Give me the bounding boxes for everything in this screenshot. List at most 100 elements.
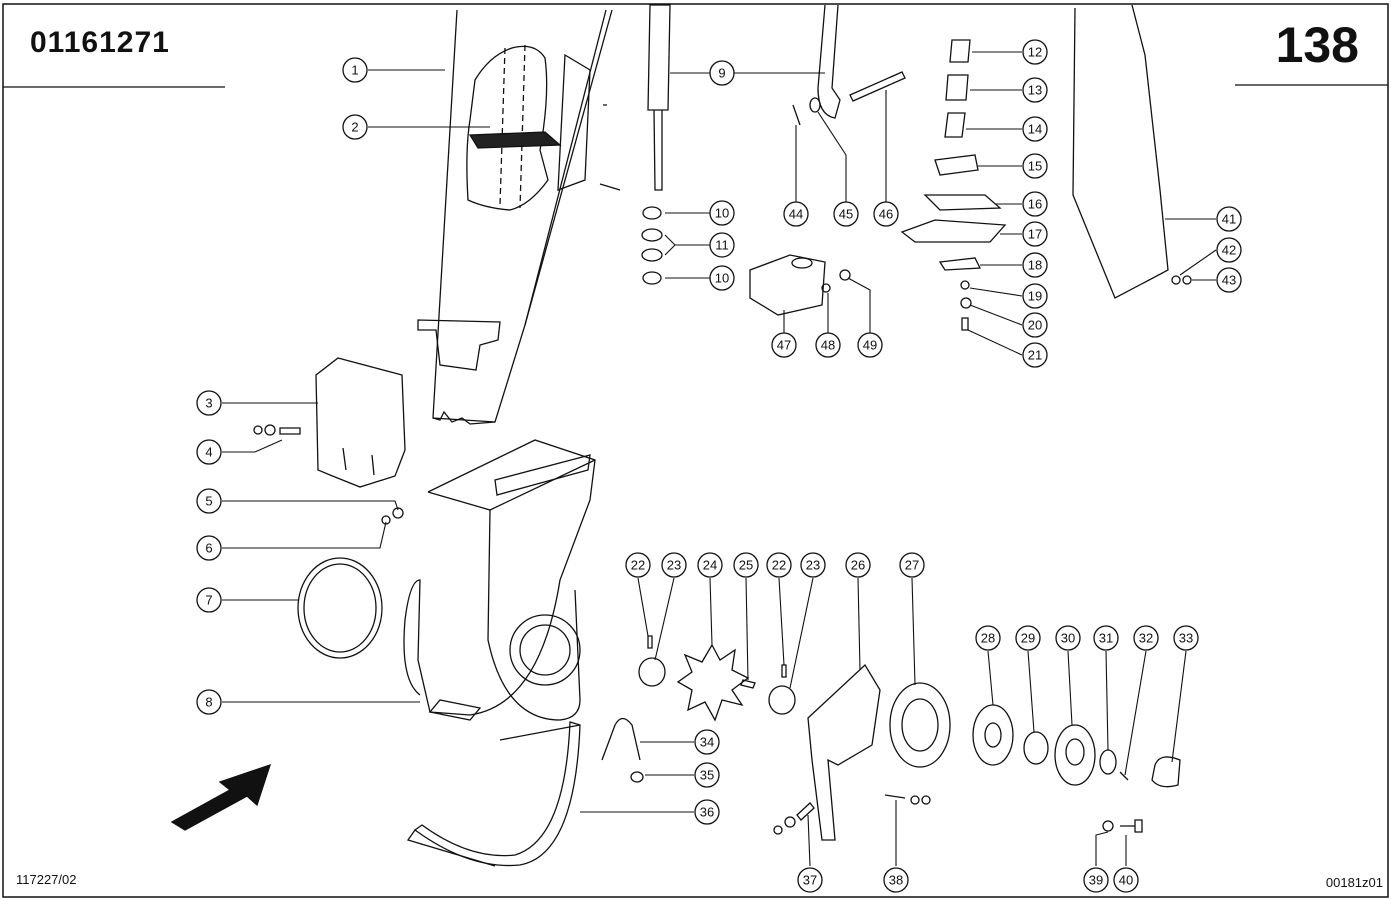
tube-bracket xyxy=(417,319,501,371)
callout-label-22: 22 xyxy=(631,558,645,573)
callout-circle-22 xyxy=(766,552,792,578)
u-bolt-34 xyxy=(601,717,641,761)
callout-circle-45 xyxy=(833,201,859,227)
callout-circle-17 xyxy=(1022,221,1048,247)
bearing-bracket xyxy=(749,254,826,316)
flange-ring xyxy=(297,557,383,659)
callout-label-30: 30 xyxy=(1061,631,1075,646)
callout-circle-47 xyxy=(771,332,797,358)
callout-label-46: 46 xyxy=(879,207,893,222)
pulley-27 xyxy=(889,682,951,768)
elevator-chain xyxy=(466,44,562,211)
washer-48 xyxy=(821,283,831,293)
callout-label-4: 4 xyxy=(205,445,212,460)
callout-label-7: 7 xyxy=(205,593,212,608)
cover-plate xyxy=(315,357,406,488)
page-number: 138 xyxy=(1275,17,1359,73)
callout-label-28: 28 xyxy=(981,631,995,646)
pin-32 xyxy=(1119,771,1129,781)
callout-circle-28 xyxy=(975,625,1001,651)
callout-label-31: 31 xyxy=(1099,631,1113,646)
callout-label-39: 39 xyxy=(1089,873,1103,888)
callout-circle-33 xyxy=(1173,625,1199,651)
bolt-40 xyxy=(1120,819,1143,833)
bolt-set-38 xyxy=(884,794,931,805)
callout-circle-22 xyxy=(625,552,651,578)
callout-circle-23 xyxy=(661,552,687,578)
callout-circle-3 xyxy=(196,390,222,416)
callout-circle-23 xyxy=(800,552,826,578)
callout-label-14: 14 xyxy=(1028,122,1042,137)
callout-label-44: 44 xyxy=(789,207,803,222)
callout-circle-41 xyxy=(1216,206,1242,232)
nut-35 xyxy=(630,771,644,783)
washer-11-b xyxy=(641,248,663,262)
callout-label-29: 29 xyxy=(1021,631,1035,646)
callout-circle-7 xyxy=(196,587,222,613)
callout-circle-49 xyxy=(857,332,883,358)
callout-label-49: 49 xyxy=(863,338,877,353)
part-13 xyxy=(945,74,969,101)
callout-circle-30 xyxy=(1055,625,1081,651)
part-19 xyxy=(960,280,970,290)
part-12 xyxy=(949,39,971,63)
callout-circle-10 xyxy=(709,265,735,291)
bearing-23-b xyxy=(768,685,796,715)
callout-label-10: 10 xyxy=(715,271,729,286)
callout-label-19: 19 xyxy=(1028,289,1042,304)
callout-circle-8 xyxy=(196,689,222,715)
part-15 xyxy=(934,154,979,176)
callout-label-42: 42 xyxy=(1222,243,1236,258)
part-20 xyxy=(960,297,972,309)
washer-45 xyxy=(809,97,821,113)
callout-circle-43 xyxy=(1216,267,1242,293)
callout-circle-15 xyxy=(1022,153,1048,179)
callout-label-2: 2 xyxy=(351,120,358,135)
callout-label-20: 20 xyxy=(1028,318,1042,333)
callout-circle-44 xyxy=(783,201,809,227)
callout-circle-10 xyxy=(709,200,735,226)
callout-label-15: 15 xyxy=(1028,159,1042,174)
callout-label-35: 35 xyxy=(700,768,714,783)
callout-label-47: 47 xyxy=(777,338,791,353)
callout-circle-16 xyxy=(1022,191,1048,217)
callout-label-32: 32 xyxy=(1139,631,1153,646)
page-frame xyxy=(2,3,1389,898)
callout-label-33: 33 xyxy=(1179,631,1193,646)
callout-circle-11 xyxy=(709,232,735,258)
document-number: 01161271 xyxy=(30,26,170,59)
footer-left-code: 117227/02 xyxy=(16,872,77,887)
footer-right-code: 00181z01 xyxy=(1325,875,1383,890)
bearing-23-a xyxy=(638,657,666,687)
pin-46 xyxy=(849,71,906,102)
callout-circle-42 xyxy=(1216,237,1242,263)
callout-circle-2 xyxy=(342,114,368,140)
callout-label-37: 37 xyxy=(803,873,817,888)
washer-5 xyxy=(392,507,404,519)
cap-33 xyxy=(1151,756,1181,788)
callout-circle-37 xyxy=(797,867,823,893)
key-22-a xyxy=(647,635,653,649)
callout-circle-19 xyxy=(1022,283,1048,309)
callout-circle-18 xyxy=(1022,252,1048,278)
callout-circle-4 xyxy=(196,439,222,465)
key-22-b xyxy=(781,664,787,678)
callout-label-34: 34 xyxy=(700,735,714,750)
direction-arrow xyxy=(170,763,272,831)
callout-label-12: 12 xyxy=(1028,45,1042,60)
callout-label-16: 16 xyxy=(1028,197,1042,212)
nut-10-bottom xyxy=(642,271,662,285)
flange-30 xyxy=(1054,724,1096,786)
bearing-29 xyxy=(1023,731,1049,765)
part-14 xyxy=(944,112,966,138)
callout-label-38: 38 xyxy=(889,873,903,888)
side-panel xyxy=(1072,4,1169,299)
callout-circle-29 xyxy=(1015,625,1041,651)
elevator-tube xyxy=(432,9,621,425)
callout-circle-31 xyxy=(1093,625,1119,651)
callout-label-17: 17 xyxy=(1028,227,1042,242)
callout-label-25: 25 xyxy=(739,558,753,573)
callout-label-23: 23 xyxy=(667,558,681,573)
